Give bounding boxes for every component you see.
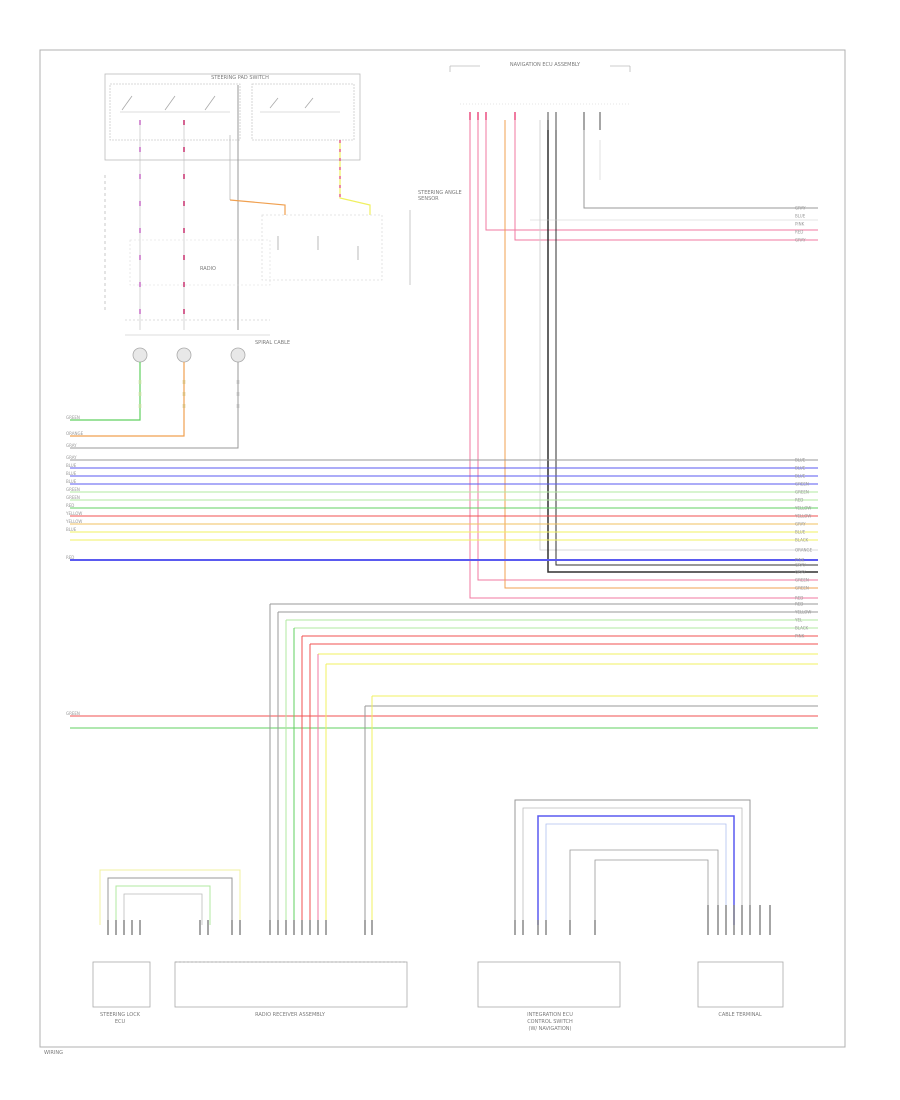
steering-lock-label: STEERING LOCK xyxy=(99,1012,140,1018)
navigation-wires xyxy=(469,112,818,599)
right-wire-code: PINK xyxy=(795,634,805,639)
right-wire-code: PINK xyxy=(795,222,805,227)
right-wire-code: GREEN xyxy=(795,586,809,591)
right-wire-code: GREEN xyxy=(795,482,809,487)
switch-components xyxy=(261,210,411,285)
right-wire-code: PINK xyxy=(795,558,805,563)
control-switch-label: CONTROL SWITCH xyxy=(527,1019,573,1025)
right-wire-code: BLACK xyxy=(795,626,809,631)
navigation-connector xyxy=(449,65,631,105)
right-wire-code: BLUE xyxy=(795,214,806,219)
right-wire-code: RED xyxy=(795,230,803,235)
left-wire-code: YELLOW xyxy=(65,519,82,524)
right-wire-code: YELLOW xyxy=(794,514,811,519)
clock-spring-wires xyxy=(70,362,240,449)
right-wire-code: ORANGE xyxy=(795,548,813,553)
diagram-border xyxy=(39,49,846,1048)
left-wire-code: ORANGE xyxy=(66,431,84,436)
radio-box xyxy=(129,239,271,286)
right-wire-code: GRAY xyxy=(795,238,806,243)
left-wire-code-group: GREEN ORANGE GRAY GRAY BLUE BLUE BLUE GREEN GREE… xyxy=(65,415,84,716)
switch-wires xyxy=(139,85,371,330)
right-wire-code: BLUE xyxy=(795,466,806,471)
radio-box-label: RADIO xyxy=(200,266,216,272)
left-wire-code: BLUE xyxy=(66,479,77,484)
integration-ecu-label: INTEGRATION ECU xyxy=(527,1012,573,1018)
left-wire-code: GREEN xyxy=(66,495,80,500)
right-wire-code: RED xyxy=(795,602,803,607)
right-wire-code: YELLOW xyxy=(794,506,811,511)
connector-stubs xyxy=(107,920,373,935)
steering-lock-ecu-label: ECU xyxy=(114,1019,126,1025)
right-wire-code: RED xyxy=(795,596,803,601)
left-wire-code: YELLOW xyxy=(65,511,82,516)
right-wire-code: BLUE xyxy=(795,474,806,479)
steering-pad-switch-label: STEERING PAD SWITCH xyxy=(211,75,269,81)
navigation-note-label: (W/ NAVIGATION) xyxy=(528,1026,572,1032)
footer-label: WIRING xyxy=(44,1050,63,1056)
right-wire-code: BLACK xyxy=(795,538,809,543)
spiral-cable-label: SPIRAL CABLE xyxy=(255,340,291,346)
right-wire-code: GRAY xyxy=(795,206,806,211)
right-wire-code: YELLOW xyxy=(794,610,811,615)
left-wire-code: GREEN xyxy=(66,711,80,716)
right-wire-code: GRAY xyxy=(795,563,806,568)
navigation-ecu-label: NAVIGATION ECU ASSEMBLY xyxy=(480,62,610,68)
radio-receiver-wires xyxy=(269,604,373,920)
right-wire-code: YEL xyxy=(794,618,803,623)
left-wire-code: RED xyxy=(66,555,74,560)
steering-angle-sensor-label: STEERING ANGLE SENSOR xyxy=(418,190,462,202)
left-wire-code: GRAY xyxy=(66,455,77,460)
left-wire-code: RED xyxy=(66,503,74,508)
right-wire-code: RED xyxy=(795,498,803,503)
horizontal-bus xyxy=(70,459,818,729)
connector-stubs-right xyxy=(514,905,771,935)
left-wire-code: GREEN xyxy=(66,415,80,420)
right-wire-code: GREEN xyxy=(795,578,809,583)
right-wire-code: GRAY xyxy=(795,522,806,527)
left-wire-code: BLUE xyxy=(66,527,77,532)
left-wire-code: BLUE xyxy=(66,463,77,468)
bottom-left-component xyxy=(92,869,408,1008)
cable-terminal-label: CABLE TERMINAL xyxy=(718,1012,762,1018)
right-wire-code: BLUE xyxy=(795,458,806,463)
right-wire-code: BLUE xyxy=(795,530,806,535)
steering-pad-switch xyxy=(104,73,361,310)
left-wire-code: GRAY xyxy=(66,443,77,448)
left-wire-code: BLUE xyxy=(66,471,77,476)
right-wire-code: GRAY xyxy=(795,570,806,575)
right-wire-code: GREEN xyxy=(795,490,809,495)
spiral-cable xyxy=(125,319,270,363)
left-wire-code: GREEN xyxy=(66,487,80,492)
bottom-right-components xyxy=(477,799,784,1008)
right-wire-code-group: GRAY BLUE PINK RED GRAY BLUE BLUE BLUE GREEN GREE… xyxy=(794,206,813,639)
radio-receiver-label: RADIO RECEIVER ASSEMBLY xyxy=(255,1012,325,1018)
